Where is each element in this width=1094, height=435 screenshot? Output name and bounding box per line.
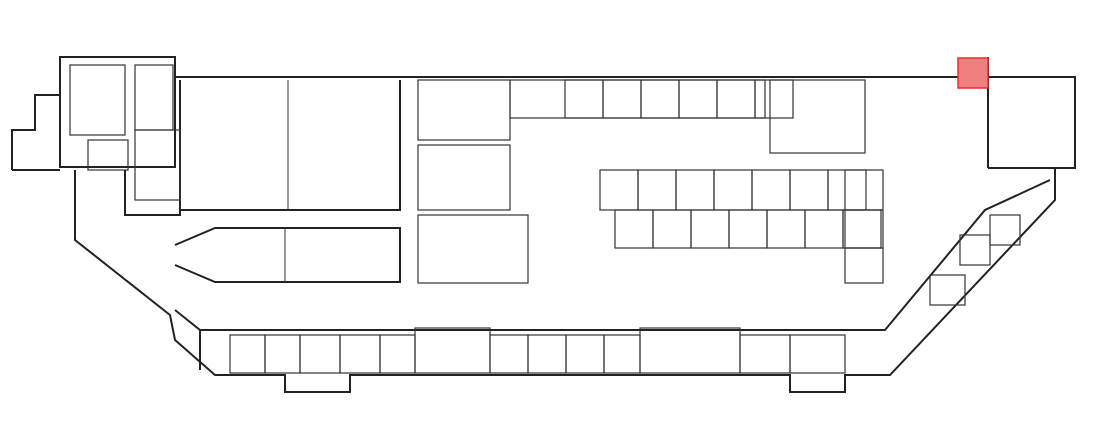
office-room xyxy=(844,247,884,284)
office-room xyxy=(959,234,991,266)
office-room xyxy=(565,334,605,374)
inner-walls xyxy=(124,79,1051,374)
office-room xyxy=(789,169,829,211)
office-room xyxy=(637,169,677,211)
office-room xyxy=(678,79,718,119)
highlighted-room[interactable] xyxy=(957,57,989,89)
office-room xyxy=(739,334,791,374)
office-room xyxy=(640,79,680,119)
outer-walls xyxy=(74,57,1076,393)
office-room xyxy=(527,334,567,374)
office-room xyxy=(827,169,867,211)
office-room xyxy=(844,169,884,211)
office-room xyxy=(652,209,692,249)
office-room xyxy=(614,209,654,249)
office-room xyxy=(339,334,381,374)
office-room xyxy=(602,79,642,119)
office-room xyxy=(754,79,794,119)
office-room xyxy=(842,209,882,249)
office-rooms xyxy=(229,79,1021,374)
office-room xyxy=(716,79,756,119)
office-room xyxy=(564,79,604,119)
left-annex xyxy=(11,56,176,171)
office-room xyxy=(690,209,730,249)
office-room xyxy=(599,169,639,211)
office-room xyxy=(728,209,768,249)
office-room xyxy=(929,274,966,306)
office-room xyxy=(603,334,641,374)
office-room xyxy=(751,169,791,211)
office-room xyxy=(299,334,341,374)
office-room xyxy=(844,209,884,249)
office-room xyxy=(264,334,301,374)
office-room xyxy=(766,209,806,249)
office-room xyxy=(804,209,844,249)
office-room xyxy=(229,334,266,374)
office-room xyxy=(789,334,846,374)
office-room xyxy=(713,169,753,211)
office-room xyxy=(989,214,1021,246)
office-room xyxy=(489,334,529,374)
office-room xyxy=(379,334,416,374)
office-room xyxy=(675,169,715,211)
